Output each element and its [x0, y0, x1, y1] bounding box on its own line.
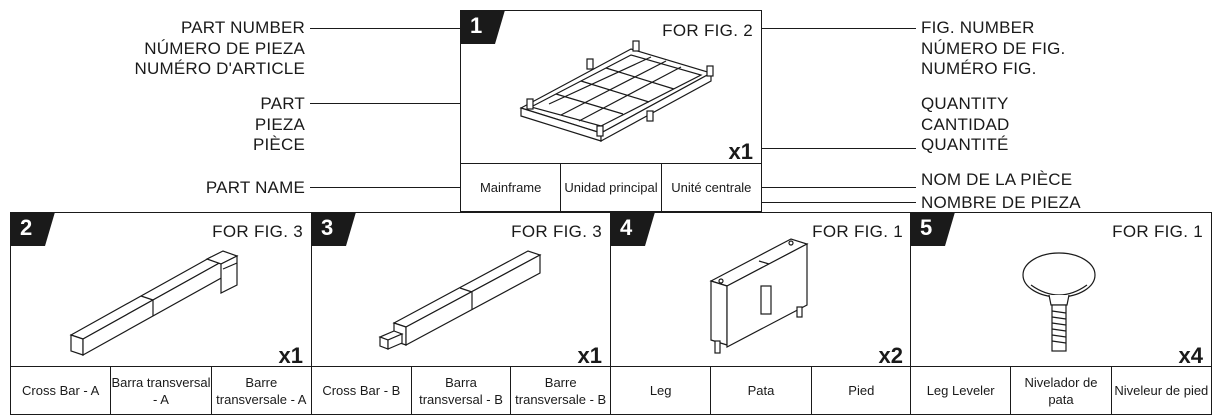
part-number: 3 — [321, 215, 334, 240]
part-name-row: Mainframe Unidad principal Unité central… — [461, 163, 761, 211]
fig-number: FOR FIG. 2 — [662, 21, 753, 40]
part-name-row: Leg Leveler Nivelador de pata Niveleur d… — [911, 366, 1211, 414]
part-name-en: Cross Bar - B — [322, 383, 401, 398]
part-number: 5 — [920, 215, 933, 240]
legend-part-en: PART — [260, 94, 305, 113]
part-name-en: Cross Bar - A — [22, 383, 100, 398]
part-number-badge — [910, 212, 955, 246]
fig-number: FOR FIG. 3 — [212, 222, 303, 241]
part-name-fr: Unité centrale — [660, 164, 761, 211]
legend-part-number: PART NUMBER NÚMERO DE PIEZA NUMÉRO D'ART… — [135, 18, 306, 80]
legend-part: PART PIEZA PIÈCE — [253, 94, 305, 156]
part-name-en: Leg — [649, 383, 672, 398]
part-number: 1 — [470, 13, 483, 38]
part-name-es: Unidad principal — [560, 164, 660, 211]
part-name-row: Cross Bar - B Barra transversal - B Barr… — [312, 366, 610, 414]
legend-part-name: PART NAME — [205, 178, 305, 197]
legend-quantity: QUANTITY CANTIDAD QUANTITÉ — [921, 94, 1010, 156]
legend-nom-piece: NOM DE LA PIÈCE — [921, 170, 1073, 189]
part-name-es: Nivelador de pata — [1010, 367, 1110, 414]
part-name-es: Barra transversal - B — [410, 367, 511, 414]
part-name-en: Mainframe — [479, 180, 542, 195]
fig-number: FOR FIG. 3 — [511, 222, 602, 241]
part-name-fr: Barre transversale - A — [210, 367, 311, 414]
legend-part-es: PIEZA — [254, 114, 305, 134]
part-name-es: Pata — [710, 367, 810, 414]
quantity: x1 — [577, 343, 602, 368]
part-card-2: 2 FOR FIG. 3 x1 Cross Bar - A Barra tran… — [10, 212, 312, 415]
part-number-badge — [311, 212, 356, 246]
part-card-1: 1 FOR FIG. 2 x1 Mainframe Unidad princip… — [460, 10, 762, 212]
legend-nombre-pieza: NOMBRE DE PIEZA — [921, 193, 1081, 212]
legend-quantity-en: QUANTITY — [921, 94, 1009, 113]
part-card-4: 4 FOR FIG. 1 x2 Leg Pata Pied — [610, 212, 912, 415]
legend-part-number-en: PART NUMBER — [180, 18, 305, 37]
part-card-3: 3 FOR FIG. 3 x1 Cross Bar - B Barra tran… — [311, 212, 611, 415]
part-name-en: Leg Leveler — [926, 383, 995, 398]
part-number-badge — [460, 10, 505, 44]
mainframe-icon — [519, 40, 714, 143]
legend-fig-number-en: FIG. NUMBER — [921, 18, 1035, 37]
part-name-fr: Niveleur de pied — [1110, 367, 1211, 414]
part-number: 2 — [20, 215, 33, 240]
part-name-row: Cross Bar - A Barra transversal - A Barr… — [11, 366, 311, 414]
part-name-row: Leg Pata Pied — [611, 366, 911, 414]
part-name-es: Barra transversal - A — [110, 367, 210, 414]
quantity: x2 — [878, 343, 903, 368]
legend-part-number-es: NÚMERO DE PIEZA — [144, 38, 305, 58]
cross-bar-a-icon — [69, 250, 239, 357]
quantity: x1 — [728, 139, 753, 164]
fig-number: FOR FIG. 1 — [812, 222, 903, 241]
quantity: x1 — [278, 343, 303, 368]
fig-number: FOR FIG. 1 — [1112, 222, 1203, 241]
part-name-fr: Barre transversale - B — [510, 367, 610, 414]
legend-quantity-es: CANTIDAD — [921, 114, 1010, 134]
quantity: x4 — [1178, 343, 1203, 368]
legend-quantity-fr: QUANTITÉ — [921, 135, 1009, 154]
part-number: 4 — [620, 215, 633, 240]
legend-fig-number: FIG. NUMBER NÚMERO DE FIG. NUMÉRO FIG. — [921, 18, 1065, 80]
part-number-badge — [10, 212, 55, 246]
leg-icon — [709, 238, 809, 354]
legend-fig-number-es: NÚMERO DE FIG. — [921, 38, 1066, 58]
leg-leveler-icon — [1022, 252, 1096, 352]
legend-fig-number-fr: NUMÉRO FIG. — [921, 59, 1037, 78]
part-number-badge — [610, 212, 655, 246]
cross-bar-b-icon — [378, 250, 542, 350]
legend-part-fr: PIÈCE — [252, 135, 305, 154]
part-card-5: 5 FOR FIG. 1 x4 Leg Leveler Nivelador de… — [910, 212, 1212, 415]
part-name-fr: Pied — [810, 367, 911, 414]
legend-part-number-fr: NUMÉRO D'ARTICLE — [134, 59, 305, 78]
